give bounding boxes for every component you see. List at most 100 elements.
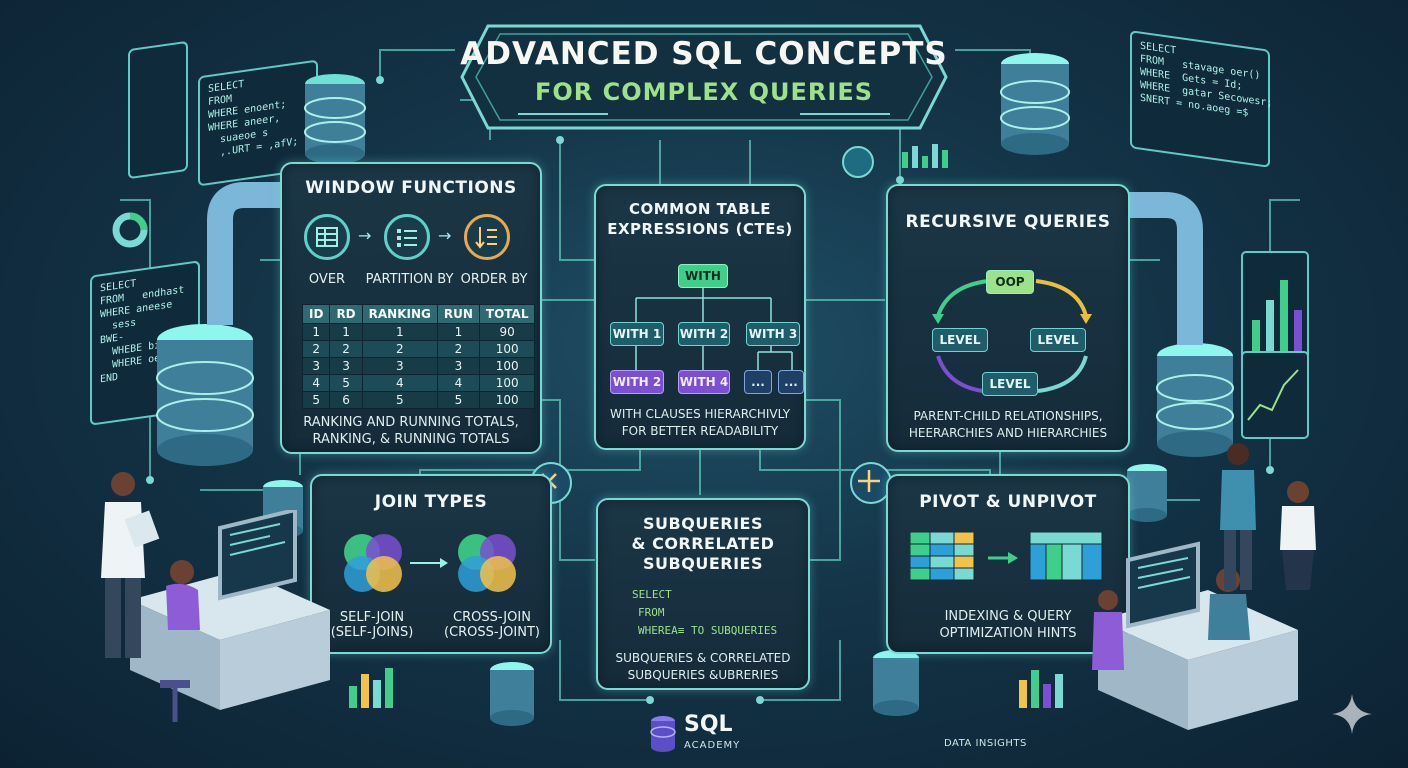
cte-title-line1: COMMON TABLE (628, 200, 772, 218)
venn-diagram-icon (344, 534, 516, 592)
recursive-title: RECURSIVE QUERIES (905, 212, 1111, 232)
page-subtitle: FOR COMPLEX QUERIES (534, 78, 874, 106)
recursive-node: LEVEL (982, 372, 1038, 396)
pivot-caption: INDEXING & QUERY OPTIMIZATION HINTS (888, 608, 1128, 642)
person-standing (101, 472, 160, 658)
pipe (1110, 192, 1203, 345)
caption-line: INDEXING & QUERY (944, 609, 1072, 624)
recursive-node: LEVEL (1030, 328, 1086, 352)
people-standing (1220, 443, 1316, 590)
database-icon (304, 74, 366, 164)
subqueries-panel: SUBQUERIES & CORRELATED SUBQUERIES SELEC… (596, 498, 810, 690)
cte-node: WITH 4 (678, 370, 730, 394)
partition-by-label: PARTITION BY (365, 272, 454, 287)
data-insights-label: DATA INSIGHTS (944, 738, 1027, 749)
cte-node: ... (778, 370, 804, 394)
cte-root-node: WITH (678, 264, 728, 288)
table-cell: 5 (436, 391, 480, 409)
caption-line: WITH CLAUSES HIERARCHIVLY (609, 407, 791, 421)
cross-join-label: CROSS-JOIN (CROSS-JOINT) (438, 610, 546, 640)
window-functions-panel: WINDOW FUNCTIONS → → OVER PARTITION BY O… (280, 162, 542, 454)
table-cell: 4 (301, 374, 331, 392)
order-by-label: ORDER BY (460, 272, 528, 287)
caption-line: RANKING AND RUNNING TOTALS, (303, 415, 519, 430)
caption-line: SUBQUERIES &UBRERIES (627, 668, 779, 682)
table-cell: 100 (478, 340, 536, 358)
table-cell: 5 (361, 391, 438, 409)
caption-line: RANKING, & RUNNING TOTALS (312, 432, 510, 447)
table-header: TOTAL (478, 304, 536, 324)
code-screen-left-far (128, 40, 188, 180)
table-cell: 100 (478, 374, 536, 392)
pivot-grid-icon (910, 532, 1103, 581)
table-header: RUN (436, 304, 480, 324)
table-cell: 2 (301, 340, 331, 358)
label-line: SELF-JOIN (339, 610, 405, 625)
cte-node: WITH 2 (610, 370, 664, 394)
table-cell: 2 (361, 340, 438, 358)
table-cell: 6 (329, 391, 363, 409)
database-logo-icon (650, 716, 676, 752)
subqueries-title-line3: SUBQUERIES (643, 554, 763, 573)
cte-node: ... (744, 370, 772, 394)
window-functions-title: WINDOW FUNCTIONS (305, 178, 517, 198)
code-line: FROM (638, 606, 665, 619)
cte-caption: WITH CLAUSES HIERARCHIVLY FOR BETTER REA… (596, 406, 804, 440)
table-cell: 1 (361, 323, 438, 341)
table-cell: 5 (301, 391, 331, 409)
bar-chart-icon (902, 144, 948, 168)
table-cell: 2 (436, 340, 480, 358)
table-cell: 3 (436, 357, 480, 375)
cte-node: WITH 3 (746, 322, 800, 346)
code-screen-right-top: SELECT FROM stavage oer() WHERE Gets = I… (1130, 30, 1272, 168)
database-icon (490, 662, 534, 726)
table-cell: 100 (478, 357, 536, 375)
code-line: WHEREA≡ TO SUBQUERIES (638, 624, 778, 637)
cte-panel: COMMON TABLE EXPRESSIONS (CTEs) WITH WIT… (594, 184, 806, 450)
caption-line: FOR BETTER READABILITY (621, 424, 779, 438)
list-icon (384, 214, 430, 260)
table-header: ID (301, 304, 331, 324)
table-cell: 3 (361, 357, 438, 375)
workstation-right (1092, 541, 1298, 730)
window-functions-caption: RANKING AND RUNNING TOTALS, RANKING, & R… (282, 414, 540, 448)
cte-node: WITH 2 (678, 322, 730, 346)
caption-line: PARENT-CHILD RELATIONSHIPS, (913, 409, 1103, 423)
database-icon (873, 650, 919, 716)
caption-line: HEERARCHIES AND HIERARCHIES (908, 426, 1108, 440)
pivot-panel: PIVOT & UNPIVOT INDEXING & QUERY OPTIMIZ… (886, 474, 1130, 654)
workstation-left (130, 510, 330, 722)
sql-academy-logo: SQL ACADEMY (648, 712, 758, 758)
table-cell: 90 (478, 323, 536, 341)
table-cell: 3 (329, 357, 363, 375)
caption-line: SUBQUERIES & CORRELATED (615, 651, 791, 665)
connector-node-icon (842, 146, 874, 178)
pivot-title: PIVOT & UNPIVOT (919, 492, 1097, 512)
label-line: (SELF-JOINS) (330, 625, 414, 640)
cte-node: WITH 1 (610, 322, 664, 346)
subquery-code: SELECT FROM WHEREA≡ TO SUBQUERIES (614, 586, 798, 646)
database-icon (1156, 343, 1234, 457)
bar-chart-icon (1019, 670, 1063, 708)
sparkle-icon (1332, 694, 1372, 734)
recursive-queries-panel: RECURSIVE QUERIES OOP LEVEL LEVEL LEVEL … (886, 184, 1130, 452)
table-header: RANKING (361, 304, 438, 324)
table-cell: 100 (478, 391, 536, 409)
join-types-title: JOIN TYPES (374, 492, 488, 512)
self-join-label: SELF-JOIN (SELF-JOINS) (322, 610, 422, 640)
cte-connectors (635, 288, 793, 370)
table-cell: 4 (436, 374, 480, 392)
table-header: RD (329, 304, 363, 324)
pie-chart-icon (112, 212, 148, 248)
bar-chart-icon (349, 668, 393, 708)
recursive-node: LEVEL (932, 328, 988, 352)
join-types-panel: JOIN TYPES SELF-JOIN (SELF-JOINS) CROSS-… (310, 474, 552, 654)
database-icon (1000, 53, 1070, 155)
table-cell: 2 (329, 340, 363, 358)
subqueries-title-line1: SUBQUERIES (643, 514, 763, 533)
